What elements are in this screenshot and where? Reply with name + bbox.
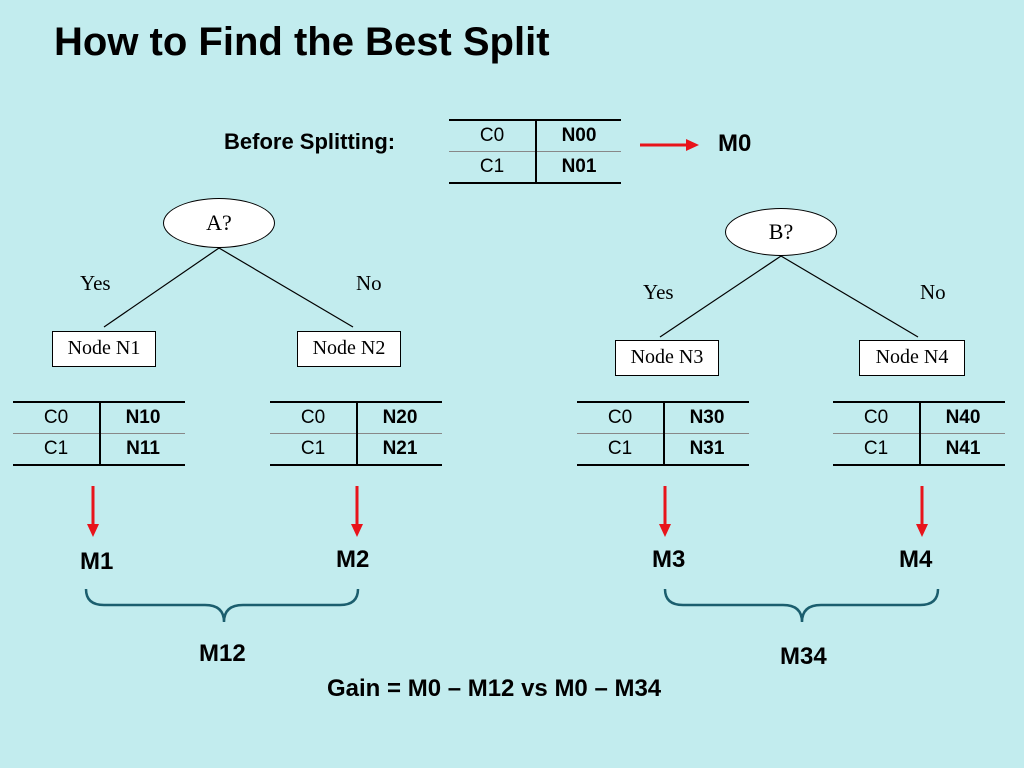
node-n1: Node N1 xyxy=(52,331,156,367)
edge-b-no xyxy=(780,255,919,338)
arrow-to-m3 xyxy=(659,486,671,537)
count-value: N01 xyxy=(536,151,621,184)
m3-label: M3 xyxy=(652,546,686,573)
no-label-b: No xyxy=(920,280,946,304)
edge-a-yes xyxy=(103,247,220,328)
arrow-to-m0 xyxy=(640,139,699,151)
count-value: N30 xyxy=(664,401,749,434)
page-title: How to Find the Best Split xyxy=(54,20,550,64)
node-n3: Node N3 xyxy=(615,340,719,376)
count-value: N11 xyxy=(100,433,185,466)
count-value: N40 xyxy=(920,401,1005,434)
attribute-b-node: B? xyxy=(725,208,837,256)
class-label: C1 xyxy=(13,433,101,466)
m1-label: M1 xyxy=(80,548,114,575)
brace-m34 xyxy=(663,588,940,623)
node-n2: Node N2 xyxy=(297,331,401,367)
count-value: N31 xyxy=(664,433,749,466)
count-value: N21 xyxy=(357,433,442,466)
m12-label: M12 xyxy=(199,640,246,667)
yes-label-a: Yes xyxy=(80,271,111,295)
before-splitting-label: Before Splitting: xyxy=(224,129,396,154)
count-value: N10 xyxy=(100,401,185,434)
count-value: N00 xyxy=(536,119,621,152)
m4-label: M4 xyxy=(899,546,933,573)
class-label: C0 xyxy=(270,401,358,434)
arrow-to-m4 xyxy=(916,486,928,537)
gain-formula: Gain = M0 – M12 vs M0 – M34 xyxy=(327,675,662,702)
class-label: C0 xyxy=(833,401,921,434)
no-label-a: No xyxy=(356,271,382,295)
class-label: C0 xyxy=(577,401,665,434)
class-label: C1 xyxy=(577,433,665,466)
arrow-to-m2 xyxy=(351,486,363,537)
class-label: C0 xyxy=(13,401,101,434)
edge-a-no xyxy=(218,247,354,328)
brace-m12 xyxy=(84,588,360,623)
class-label: C1 xyxy=(833,433,921,466)
m34-label: M34 xyxy=(780,643,827,670)
m0-label: M0 xyxy=(718,130,752,157)
count-value: N20 xyxy=(357,401,442,434)
edge-b-yes xyxy=(659,255,782,338)
attribute-a-node: A? xyxy=(163,198,275,248)
arrow-to-m1 xyxy=(87,486,99,537)
m2-label: M2 xyxy=(336,546,370,573)
node-n4: Node N4 xyxy=(859,340,965,376)
count-value: N41 xyxy=(920,433,1005,466)
yes-label-b: Yes xyxy=(643,280,674,304)
class-label: C0 xyxy=(449,119,537,152)
class-label: C1 xyxy=(449,151,537,184)
class-label: C1 xyxy=(270,433,358,466)
